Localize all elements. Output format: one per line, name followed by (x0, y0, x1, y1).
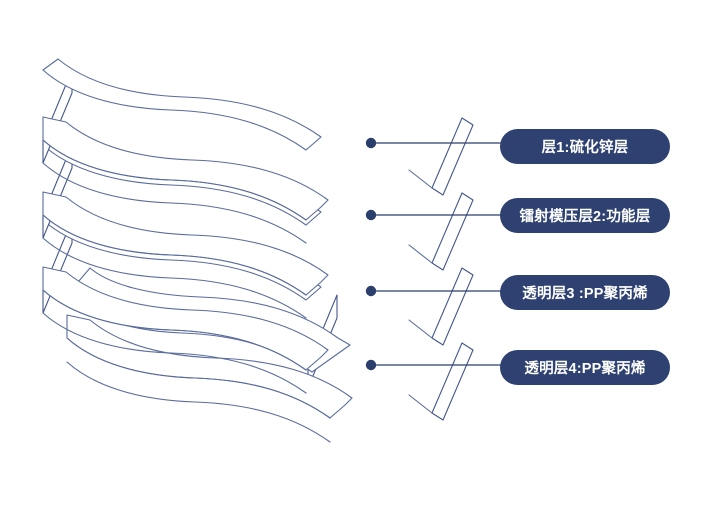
sheet-1-right-edge (431, 117, 474, 196)
sheet-1-top-surface (42, 58, 322, 151)
leader-dot-4 (365, 359, 377, 371)
layer-badge-1-label: 层1:硫化锌层 (542, 138, 629, 156)
leader-dot-1 (365, 137, 377, 149)
sheet-4-right-fold (408, 394, 433, 414)
leader-dot-3 (365, 285, 377, 297)
layer-badge-2-label: 镭射模压层2:功能层 (520, 207, 651, 225)
layer-badge-1[interactable]: 层1:硫化锌层 (500, 129, 670, 164)
sheet-4-lower-contour (66, 361, 331, 443)
sheet-2-right-edge (431, 192, 474, 271)
sheet-2-lower-contour (42, 237, 307, 319)
leader-dot-2 (365, 209, 377, 221)
leader-group-2 (365, 209, 520, 221)
sheet-layer-4 (66, 267, 474, 443)
leader-group-3 (365, 285, 520, 297)
layer-badge-2[interactable]: 镭射模压层2:功能层 (500, 198, 670, 233)
sheet-1-lower-contour (42, 162, 307, 244)
layer-badge-3-label: 透明层3 :PP聚丙烯 (522, 284, 648, 302)
sheet-1-fold-line (42, 139, 307, 221)
layer-badge-4[interactable]: 透明层4:PP聚丙烯 (500, 350, 670, 385)
layer-badge-4-background[interactable] (500, 350, 670, 385)
sheet-4-fold-line (66, 337, 331, 419)
sheet-2-fold-line (42, 214, 307, 296)
sheet-3-fold-line (42, 289, 307, 371)
sheet-3-lower-contour (42, 312, 307, 394)
leader-group-4 (365, 359, 520, 371)
layer-badge-2-background[interactable] (500, 198, 670, 233)
leader-group-1 (365, 137, 520, 149)
layer-badge-1-background[interactable] (500, 129, 670, 164)
layer-badge-4-label: 透明层4:PP聚丙烯 (524, 359, 646, 377)
sheet-1-right-fold (408, 169, 433, 189)
layer-badge-3-background[interactable] (500, 275, 670, 310)
layer-badge-3[interactable]: 透明层3 :PP聚丙烯 (500, 275, 670, 310)
sheet-3-right-edge (431, 267, 474, 346)
sheet-layer-1 (42, 58, 474, 244)
sheet-2-right-fold (408, 244, 433, 264)
sheet-3-right-fold (408, 319, 433, 339)
sheet-4-right-edge (431, 342, 474, 421)
